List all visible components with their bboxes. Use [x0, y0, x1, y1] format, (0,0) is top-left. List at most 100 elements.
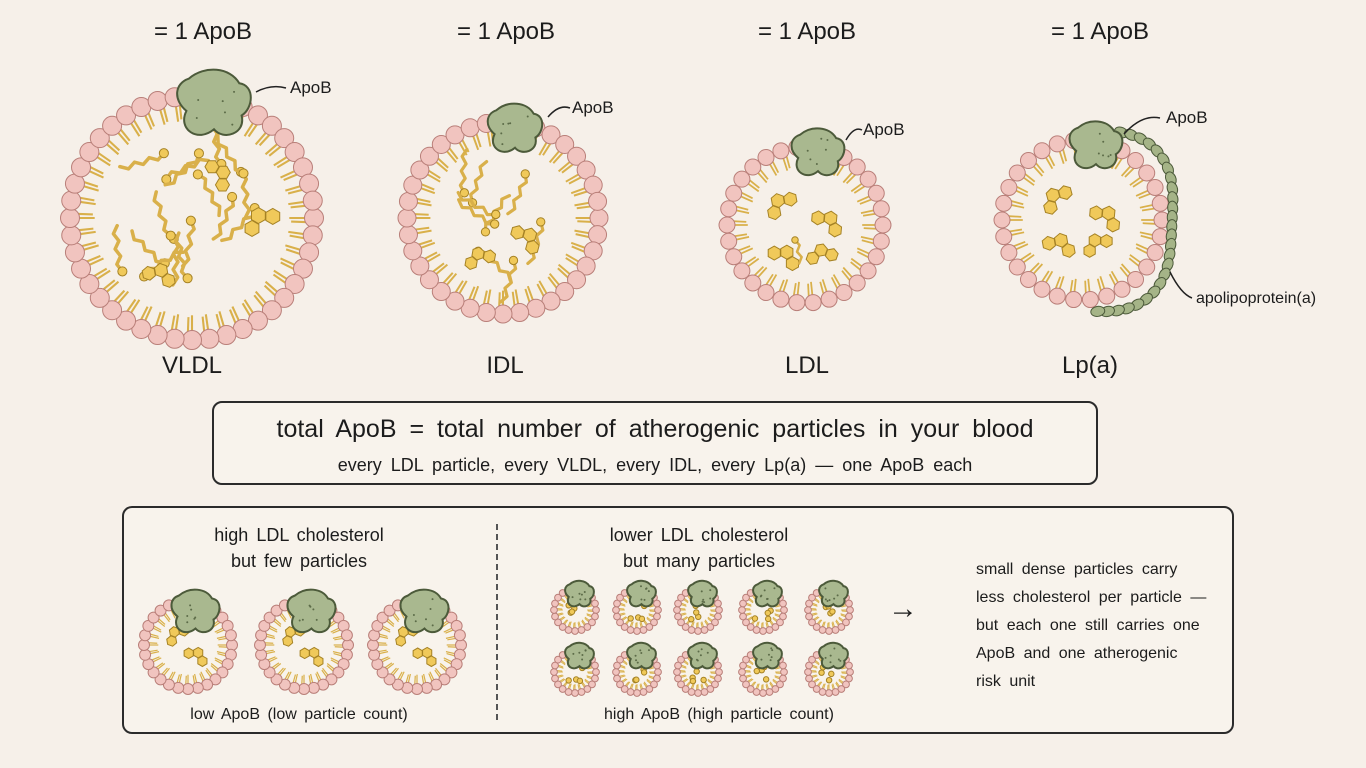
small-dense-ldl-particle: [612, 641, 662, 697]
right-heading-line1: lower LDL cholesterol: [609, 525, 789, 545]
right-heading-line2: but many particles: [622, 551, 776, 571]
lipid-chain: [506, 169, 530, 216]
callout-line: [1169, 271, 1193, 299]
membrane: [718, 138, 892, 312]
lipid-chain: [163, 148, 204, 187]
small-dense-ldl-particle: [550, 579, 600, 635]
lipid-chain: [192, 169, 222, 218]
small-dense-ldl-particle: [804, 579, 854, 635]
apolipoprotein-a-chain: [1090, 126, 1179, 318]
small-dense-ldl-particle: [738, 579, 788, 635]
cholesterol-ester: [811, 210, 843, 238]
cholesterol-ester: [510, 225, 540, 255]
left-caption: low ApoB (low particle count): [190, 706, 408, 723]
note-line: small dense particles carry: [976, 561, 1178, 578]
membrane: [138, 595, 238, 695]
idl-name: IDL: [486, 352, 524, 379]
large-ldl-particle: [367, 588, 467, 695]
large-ldl-particle-apob: [399, 588, 450, 634]
left-heading: high LDL cholesterol but few particles: [164, 522, 434, 574]
lpa-apob-label: ApoB: [1166, 108, 1208, 127]
cholesterol-ester: [244, 206, 281, 238]
lipid-chain: [216, 133, 249, 179]
large-ldl-particle-apob: [286, 588, 337, 634]
lipid-chain: [791, 236, 803, 265]
ldl-apob-protein: [790, 127, 846, 177]
lipid-chain: [152, 190, 176, 241]
cholesterol-ester: [1083, 233, 1113, 258]
right-heading: lower LDL cholesterol but many particles: [534, 522, 864, 574]
cholesterol-ester: [1043, 185, 1073, 215]
small-dense-ldl-particle-apob: [687, 641, 718, 670]
left-heading-line1: high LDL cholesterol: [214, 525, 384, 545]
callout-line: [255, 85, 287, 93]
comparison-divider: [496, 524, 498, 720]
small-dense-ldl-particle: [550, 641, 600, 697]
note-line: less cholesterol per particle —: [976, 589, 1207, 606]
cholesterol-ester: [1041, 232, 1076, 258]
cholesterol-ester: [1089, 205, 1121, 233]
callout-line: [845, 128, 863, 141]
lpa-apob-count: = 1 ApoB: [1050, 18, 1150, 45]
note-line: but each one still carries one: [976, 617, 1200, 634]
note-line: risk unit: [976, 673, 1036, 690]
membrane: [397, 112, 609, 324]
vldl-particle-diagram: [60, 68, 1193, 350]
summary-box: total ApoB = total number of atherogenic…: [212, 401, 1098, 485]
lipid-chain: [499, 255, 519, 304]
idl-apob-label: ApoB: [572, 98, 614, 117]
summary-main-text: total ApoB = total number of atherogenic…: [276, 415, 1034, 443]
ldl-name: LDL: [784, 352, 830, 379]
large-ldl-particle: [138, 588, 238, 695]
explanation-note: small dense particles carry less cholest…: [976, 556, 1226, 696]
cholesterol-ester: [183, 646, 208, 668]
lipid-chain: [211, 191, 238, 241]
cholesterol-ester: [464, 246, 497, 271]
lpa-name: Lp(a): [1061, 352, 1119, 379]
vldl-name: VLDL: [161, 352, 223, 379]
lipid-chain: [180, 215, 196, 268]
vldl-apob-label: ApoB: [290, 78, 332, 97]
small-dense-ldl-particle-apob: [564, 641, 595, 670]
vldl-apob-count: = 1 ApoB: [153, 18, 253, 45]
idl-apob-count: = 1 ApoB: [456, 18, 556, 45]
lipid-chain: [456, 190, 501, 220]
cholesterol-ester: [805, 243, 839, 265]
small-dense-ldl-particle-apob: [626, 579, 657, 608]
note-line: ApoB and one atherogenic: [976, 645, 1178, 662]
lipid-chain: [111, 223, 128, 277]
membrane: [993, 131, 1171, 309]
idl-apob-protein: [486, 102, 544, 153]
apolipoprotein-a-label: apolipoprotein(a): [1196, 290, 1317, 307]
ldl-apob-count: = 1 ApoB: [757, 18, 857, 45]
summary-sub-text: every LDL particle, every VLDL, every ID…: [337, 455, 973, 475]
right-caption: high ApoB (high particle count): [604, 706, 834, 723]
ldl-apob-label: ApoB: [863, 120, 905, 139]
large-ldl-particle: [254, 588, 354, 695]
small-dense-ldl-particle: [804, 641, 854, 697]
small-dense-ldl-particle-apob: [626, 641, 657, 670]
small-dense-ldl-particle: [612, 579, 662, 635]
large-ldl-particle-apob: [170, 588, 221, 634]
small-dense-ldl-particle-apob: [752, 641, 783, 670]
left-heading-line2: but few particles: [230, 551, 368, 571]
lipid-chain: [457, 198, 500, 229]
small-dense-ldl-particle-apob: [818, 641, 849, 670]
lipid-chain: [173, 231, 193, 284]
lipid-chain: [458, 147, 470, 198]
small-dense-ldl-particle-apob: [687, 579, 718, 608]
cholesterol-ester: [204, 160, 231, 192]
small-dense-ldl-particle: [673, 579, 723, 635]
cholesterol-ester: [412, 646, 437, 668]
small-dense-ldl-particle-apob: [818, 579, 849, 608]
cholesterol-ester: [299, 646, 324, 668]
vldl-apob-protein: [176, 68, 252, 136]
cholesterol-ester: [767, 191, 798, 221]
callout-line: [1123, 116, 1161, 135]
lipid-chain: [118, 148, 169, 171]
small-dense-ldl-particle: [738, 641, 788, 697]
arrow-right-icon: →: [888, 592, 918, 625]
cholesterol-ester: [141, 262, 176, 288]
callout-line: [547, 106, 571, 118]
